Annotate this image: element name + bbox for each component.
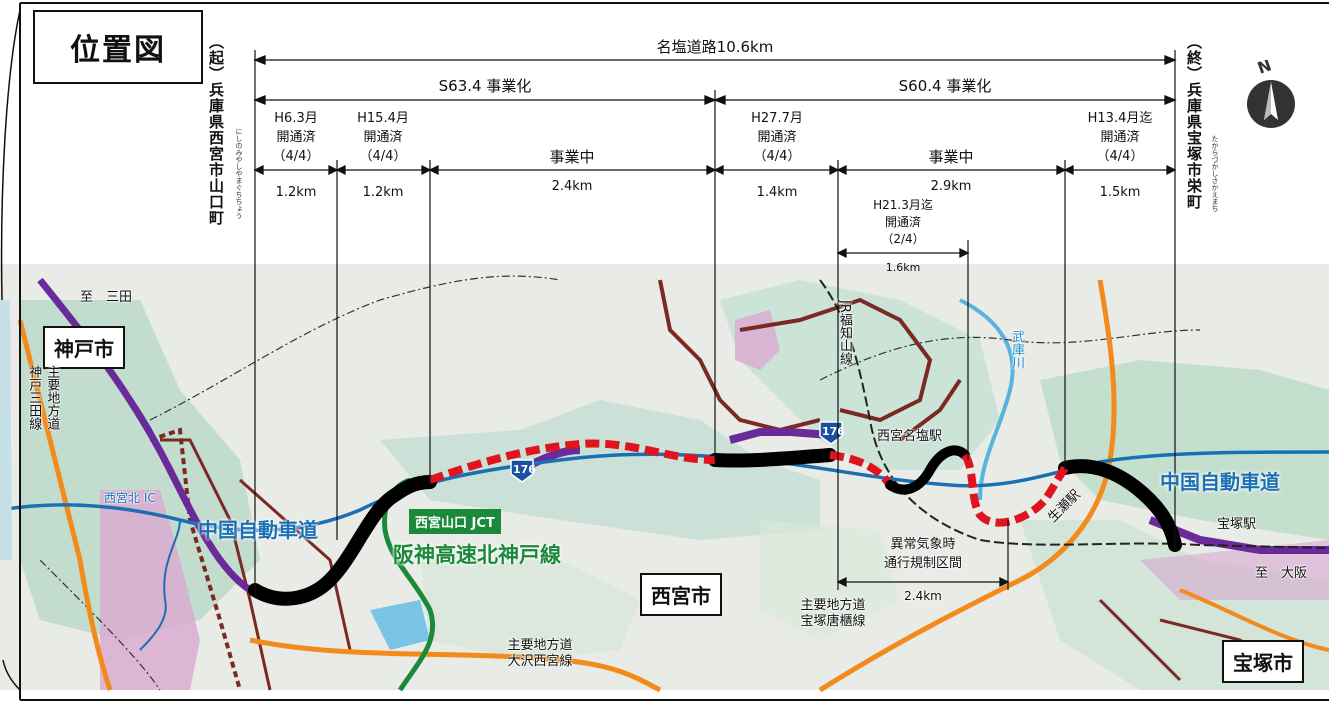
route-176-number: 176 — [822, 425, 845, 438]
jr-fukuchiyama-line-label: JR福知山線 — [837, 300, 852, 365]
segment-lanes: （4/4） — [753, 149, 801, 164]
chugoku-expressway-label: 中国自動車道 — [1160, 470, 1280, 494]
segment-status: 開通済 — [363, 130, 403, 145]
segment-status: 開通済 — [1100, 130, 1140, 145]
pink-area — [1140, 540, 1329, 600]
restriction-line2: 通行規制区間 — [883, 556, 963, 571]
city-nishinomiya: 西宮市 — [640, 573, 722, 616]
north-label: N — [1255, 60, 1274, 78]
phase-label-east: S60.4 事業化 — [898, 77, 992, 95]
station-lines — [254, 50, 1176, 595]
prefectural-road — [249, 637, 662, 693]
start-point-label: （起）兵庫県西宮市山口町 — [207, 34, 225, 226]
end-point-reading: たからづかしさかえまち — [1211, 135, 1219, 212]
segment-lanes: （4/4） — [359, 149, 407, 164]
segment-lanes: （4/4） — [272, 149, 320, 164]
segment-length: 2.9km — [930, 179, 972, 194]
takarazuka-station: 宝塚駅 — [1217, 517, 1257, 532]
map-title: 位置図 — [33, 10, 203, 84]
segment-date: H27.7月 — [751, 111, 803, 126]
mukogawa-river — [959, 298, 1015, 501]
phase-label-west: S63.4 事業化 — [438, 77, 532, 95]
segment-length: 1.4km — [756, 185, 798, 200]
segment-length: 1.2km — [275, 185, 317, 200]
pink-area — [100, 490, 200, 690]
start-point-reading: にしのみやしやまぐちちょう — [235, 128, 243, 219]
green-area — [760, 520, 900, 640]
green-area — [420, 560, 640, 660]
edge-fragment — [0, 300, 12, 560]
segment-length: 1.2km — [362, 185, 404, 200]
to-sanda-label: 至 三田 — [80, 290, 133, 305]
route-176-road — [37, 277, 252, 593]
restriction-length: 2.4km — [904, 589, 942, 603]
sub-segment-lanes: （2/4） — [881, 232, 925, 246]
nishinomiya-yamaguchi-jct: 西宮山口 JCT — [409, 509, 501, 534]
frame-curve — [0, 9, 21, 691]
kobe-sanda-road-label: 主要地方道 神戸三田線 — [26, 365, 60, 430]
mukogawa-label: 武庫川 — [1009, 330, 1024, 369]
segment-date: H13.4月迄 — [1087, 111, 1153, 126]
nashio-road-open — [708, 448, 837, 468]
prefectural-road — [17, 319, 113, 691]
segment-lanes: （4/4） — [1096, 149, 1144, 164]
pond — [370, 600, 430, 650]
city-boundary — [39, 275, 1201, 691]
nashio-road-construction — [961, 452, 1069, 527]
green-area — [380, 400, 820, 540]
sub-segment-status: 開通済 — [884, 215, 922, 229]
nashio-road-open — [248, 475, 437, 606]
sub-segment-date: H21.3月迄 — [873, 198, 933, 212]
chugoku-expressway-branch — [139, 519, 181, 651]
local-road-dotted — [149, 427, 242, 691]
nishinomiya-namaze-station: 西宮名塩駅 — [877, 429, 943, 444]
hanshin-expressway-label: 阪神高速北神戸線 — [393, 543, 561, 567]
segment-status: 開通済 — [276, 130, 316, 145]
sub-segment-length: 1.6km — [885, 261, 921, 274]
city-kobe: 神戸市 — [43, 326, 125, 369]
nashio-road-open — [1058, 459, 1182, 552]
takarazuka-karato-road-label: 主要地方道 宝塚唐櫃線 — [800, 598, 866, 630]
segment-status: 事業中 — [928, 148, 974, 166]
to-osaka-label: 至 大阪 — [1255, 566, 1308, 581]
segment-length: 2.4km — [551, 179, 593, 194]
total-length-label: 名塩道路10.6km — [656, 38, 774, 56]
segment-length: 1.5km — [1099, 185, 1141, 200]
dimension-lines — [253, 55, 1177, 588]
frame-border — [19, 2, 1329, 701]
end-point-label: （終）兵庫県宝塚市栄町 — [1185, 34, 1203, 210]
nashio-road-construction — [428, 439, 716, 484]
nashio-road-open — [885, 445, 970, 495]
osawa-nishinomiya-road-label: 主要地方道 大沢西宮線 — [507, 638, 573, 670]
route-176-shield — [510, 459, 534, 483]
chugoku-expressway-label: 中国自動車道 — [198, 518, 318, 542]
segment-date: H15.4月 — [357, 111, 409, 126]
header-panel — [0, 0, 1329, 264]
route-176-number: 176 — [513, 463, 536, 476]
city-takarazuka: 宝塚市 — [1222, 640, 1304, 683]
segment-status: 開通済 — [757, 130, 797, 145]
restriction-line1: 異常気象時 — [890, 537, 956, 552]
jr-fukuchiyama-line — [819, 279, 1329, 549]
north-arrow: N — [1247, 60, 1295, 128]
segment-date: H6.3月 — [274, 111, 318, 126]
prefectural-road — [1179, 588, 1329, 652]
nishinomiya-kita-ic: 西宮北 IC — [104, 491, 156, 505]
segment-status: 事業中 — [549, 148, 595, 166]
